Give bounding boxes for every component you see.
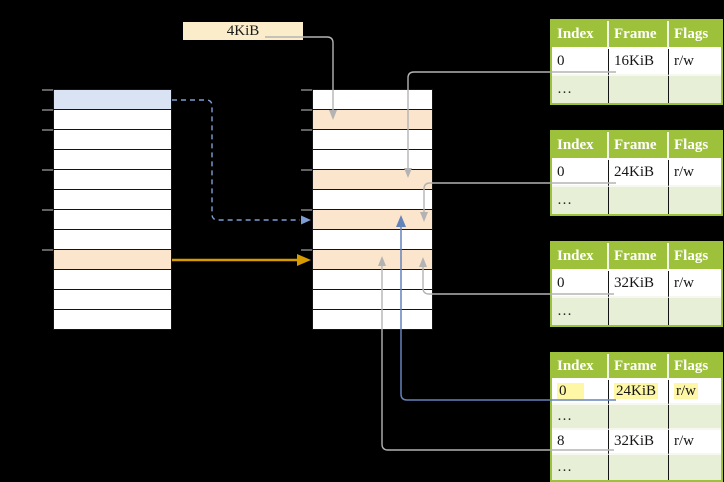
pt-row xyxy=(54,170,171,190)
cell-flags xyxy=(669,298,721,325)
arrow-left-selected-to-middle xyxy=(172,99,311,225)
middle-page-table-column xyxy=(312,89,433,330)
pt-row-mapped xyxy=(54,250,171,270)
cell-frame xyxy=(609,405,669,430)
header-flags: Flags xyxy=(669,243,721,271)
pt-row xyxy=(54,210,171,230)
page-table-32kib: Index Frame Flags 0 32KiB r/w … xyxy=(550,241,723,327)
cell-index: 8 xyxy=(552,430,609,455)
cell-frame xyxy=(609,76,669,103)
highlight: 0 xyxy=(557,383,584,399)
pt-row xyxy=(313,90,432,110)
highlight: 24KiB xyxy=(614,383,659,399)
pt-row xyxy=(313,190,432,210)
pt-row xyxy=(54,310,171,330)
table-row: 0 32KiB r/w xyxy=(552,271,721,298)
header-flags: Flags xyxy=(669,21,721,49)
pt-row-mapped xyxy=(313,110,432,130)
table-row: 8 32KiB r/w xyxy=(552,430,721,455)
cell-index: … xyxy=(552,76,609,103)
cell-frame xyxy=(609,187,669,214)
header-frame: Frame xyxy=(609,21,669,49)
pt-row-selected xyxy=(54,90,171,110)
pt-row xyxy=(313,290,432,310)
pt-row xyxy=(313,310,432,330)
cell-flags: r/w xyxy=(669,49,721,76)
cell-frame: 24KiB xyxy=(609,380,669,405)
cell-index: … xyxy=(552,405,609,430)
table-row-ellipsis: … xyxy=(552,298,721,325)
pt-row-mapped xyxy=(313,210,432,230)
pt-row xyxy=(313,150,432,170)
header-frame: Frame xyxy=(609,243,669,271)
header-index: Index xyxy=(552,243,609,271)
cell-index: 0 xyxy=(552,160,609,187)
cell-frame: 32KiB xyxy=(609,271,669,298)
page-table-mixed: Index Frame Flags 0 24KiB r/w … 8 32KiB … xyxy=(550,352,723,482)
cell-frame: 24KiB xyxy=(609,160,669,187)
cell-flags: r/w xyxy=(669,380,721,405)
pt-row-mapped xyxy=(313,170,432,190)
middle-column-ticks xyxy=(301,89,312,251)
pt-row xyxy=(54,290,171,310)
table-row: 0 24KiB r/w xyxy=(552,160,721,187)
header-flags: Flags xyxy=(669,132,721,160)
cell-index: 0 xyxy=(552,380,609,405)
cell-frame: 16KiB xyxy=(609,49,669,76)
header-frame: Frame xyxy=(609,354,669,380)
table-row-ellipsis: … xyxy=(552,76,721,103)
cell-flags xyxy=(669,187,721,214)
cell-index: 0 xyxy=(552,271,609,298)
table-row-ellipsis: … xyxy=(552,455,721,480)
cell-flags: r/w xyxy=(669,160,721,187)
pt-row-mapped xyxy=(313,250,432,270)
pt-row xyxy=(313,230,432,250)
table-row-ellipsis: … xyxy=(552,405,721,430)
cell-index: … xyxy=(552,455,609,480)
page-size-label: 4KiB xyxy=(183,22,303,40)
cell-flags xyxy=(669,455,721,480)
page-table-16kib: Index Frame Flags 0 16KiB r/w … xyxy=(550,19,723,105)
cell-flags: r/w xyxy=(669,430,721,455)
table-row-ellipsis: … xyxy=(552,187,721,214)
cell-frame xyxy=(609,455,669,480)
header-index: Index xyxy=(552,132,609,160)
cell-index: … xyxy=(552,187,609,214)
cell-frame xyxy=(609,298,669,325)
pt-row xyxy=(313,130,432,150)
header-index: Index xyxy=(552,354,609,380)
cell-flags xyxy=(669,76,721,103)
cell-frame: 32KiB xyxy=(609,430,669,455)
arrow-left-mapped-to-middle xyxy=(172,254,311,266)
header-frame: Frame xyxy=(609,132,669,160)
table-row: 0 16KiB r/w xyxy=(552,49,721,76)
cell-index: … xyxy=(552,298,609,325)
pt-row xyxy=(54,270,171,290)
pt-row xyxy=(54,190,171,210)
cell-flags xyxy=(669,405,721,430)
page-table-24kib: Index Frame Flags 0 24KiB r/w … xyxy=(550,130,723,216)
left-column-ticks xyxy=(42,89,53,251)
header-flags: Flags xyxy=(669,354,721,380)
table-row-highlighted: 0 24KiB r/w xyxy=(552,380,721,405)
pt-row xyxy=(54,130,171,150)
pt-row xyxy=(54,230,171,250)
left-page-table-column xyxy=(53,89,172,330)
highlight: r/w xyxy=(674,383,698,399)
pt-row xyxy=(313,270,432,290)
cell-flags: r/w xyxy=(669,271,721,298)
cell-index: 0 xyxy=(552,49,609,76)
pt-row xyxy=(54,110,171,130)
pt-row xyxy=(54,150,171,170)
header-index: Index xyxy=(552,21,609,49)
